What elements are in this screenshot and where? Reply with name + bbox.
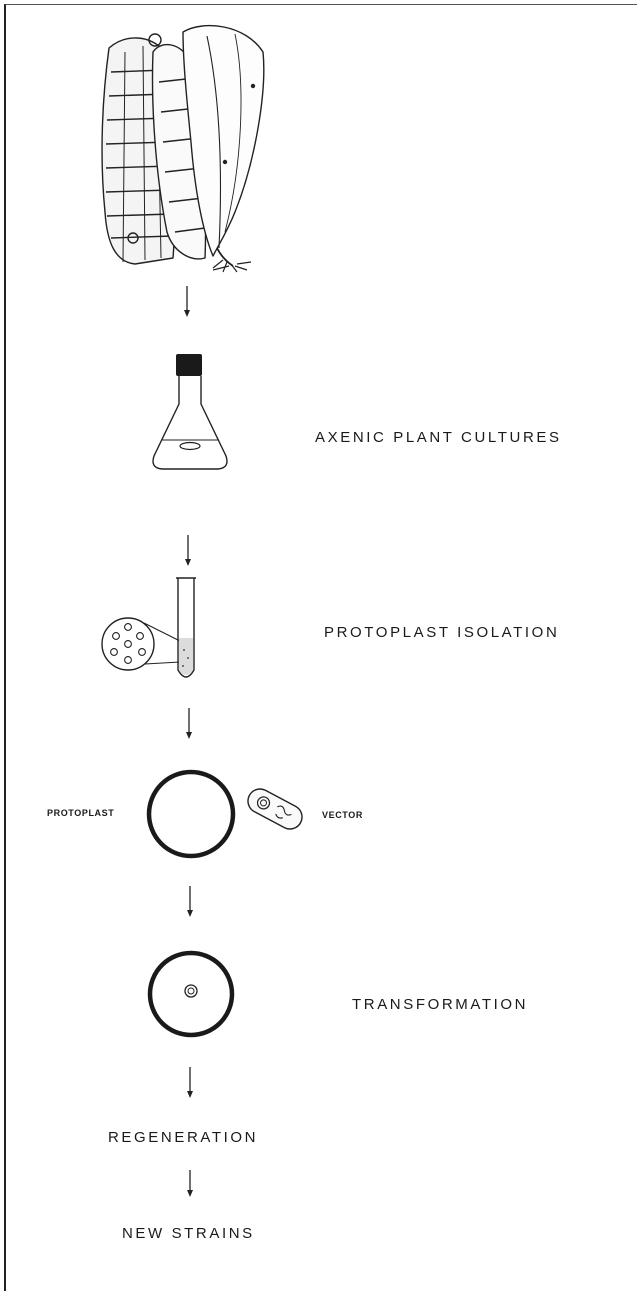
down-arrow-icon bbox=[184, 286, 190, 317]
step-label-new-strains: NEW STRAINS bbox=[122, 1225, 255, 1242]
test-tube-icon bbox=[176, 577, 196, 678]
step-label-axenic: AXENIC PLANT CULTURES bbox=[315, 429, 562, 446]
vector-plasmid-icon bbox=[247, 788, 303, 830]
erlenmeyer-flask-icon bbox=[152, 354, 228, 470]
transformed-cell-icon bbox=[147, 950, 235, 1038]
magnified-protoplasts-icon bbox=[101, 617, 181, 671]
step-label-protoplast-isolation: PROTOPLAST ISOLATION bbox=[324, 624, 560, 641]
step-label-transformation: TRANSFORMATION bbox=[352, 996, 529, 1013]
label-vector: VECTOR bbox=[322, 810, 363, 820]
protoplast-circle-icon bbox=[146, 769, 236, 859]
label-protoplast: PROTOPLAST bbox=[47, 808, 115, 818]
down-arrow-icon bbox=[186, 708, 192, 739]
step-label-regeneration: REGENERATION bbox=[108, 1129, 259, 1146]
seaweed-plant-illustration bbox=[101, 25, 265, 273]
down-arrow-icon bbox=[187, 1067, 193, 1098]
down-arrow-icon bbox=[187, 1170, 193, 1197]
down-arrow-icon bbox=[185, 535, 191, 566]
down-arrow-icon bbox=[187, 886, 193, 917]
diagram-frame bbox=[4, 4, 637, 1291]
